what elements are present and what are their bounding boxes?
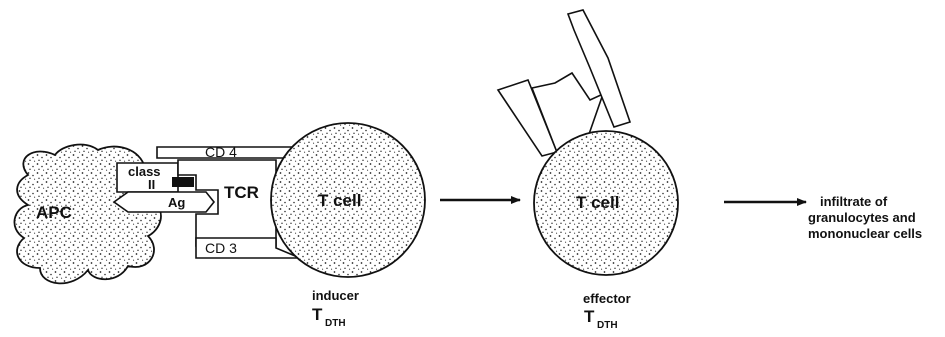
outcome-text: infiltrate of granulocytes and mononucle… [808, 194, 922, 241]
inducer-t-cell-label: T cell [318, 191, 361, 210]
class-label-bottom: II [148, 177, 155, 192]
tcr-label: TCR [224, 183, 259, 202]
peptide-groove [172, 177, 194, 187]
outcome-line-2: granulocytes and [808, 210, 916, 225]
apc-label: APC [36, 203, 72, 222]
outcome-line-3: mononuclear cells [808, 226, 922, 241]
inducer-t-symbol: T [312, 305, 323, 324]
antigen: Ag [114, 192, 214, 212]
inducer-t-cell: T cell [271, 123, 425, 277]
cd3-label: CD 3 [205, 240, 237, 256]
inducer-caption: inducer T DTH [312, 288, 359, 329]
cd4-label: CD 4 [205, 144, 237, 160]
effector-t-cell-label: T cell [576, 193, 619, 212]
inducer-caption-text: inducer [312, 288, 359, 303]
effector-dth-subscript: DTH [597, 320, 618, 331]
effector-t-cell: T cell [534, 131, 678, 275]
effector-caption-text: effector [583, 291, 631, 306]
inducer-dth-subscript: DTH [325, 318, 346, 329]
effector-t-symbol: T [584, 307, 595, 326]
outcome-line-1: infiltrate of [820, 194, 888, 209]
cd4-molecule: CD 4 [157, 144, 300, 160]
class-label-top: class [128, 164, 161, 179]
antigen-label: Ag [168, 195, 185, 210]
effector-caption: effector T DTH [583, 291, 631, 331]
